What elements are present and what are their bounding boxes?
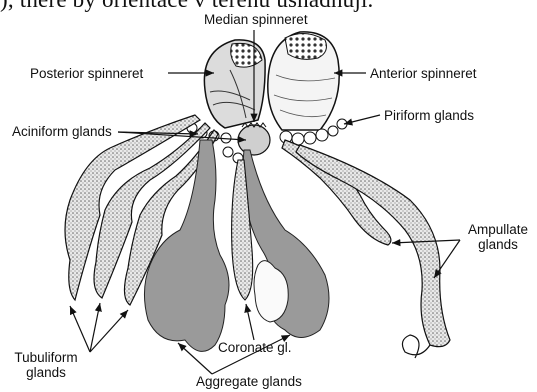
label-median-spinneret: Median spinneret [204,12,304,27]
posterior-spinneret-shape [204,40,265,128]
label-tubuliform-line2: glands [6,365,86,380]
label-posterior-spinneret: Posterior spinneret [30,66,143,81]
label-aggregate-glands: Aggregate glands [196,374,302,389]
label-ampullate-line2: glands [462,237,534,252]
median-spinneret-shape [238,123,270,155]
label-tubuliform-line1: Tubuliform [6,350,86,365]
label-ampullate-glands: Ampullate glands [462,222,534,252]
label-coronate-gland: Coronate gl. [218,340,292,355]
label-piriform-glands: Piriform glands [384,108,474,123]
label-tubuliform-glands: Tubuliform glands [6,350,86,380]
label-ampullate-line1: Ampullate [462,222,534,237]
label-anterior-spinneret: Anterior spinneret [370,66,477,81]
label-aciniform-glands: Aciniform glands [12,124,112,139]
anterior-spinneret-shape [268,32,339,130]
